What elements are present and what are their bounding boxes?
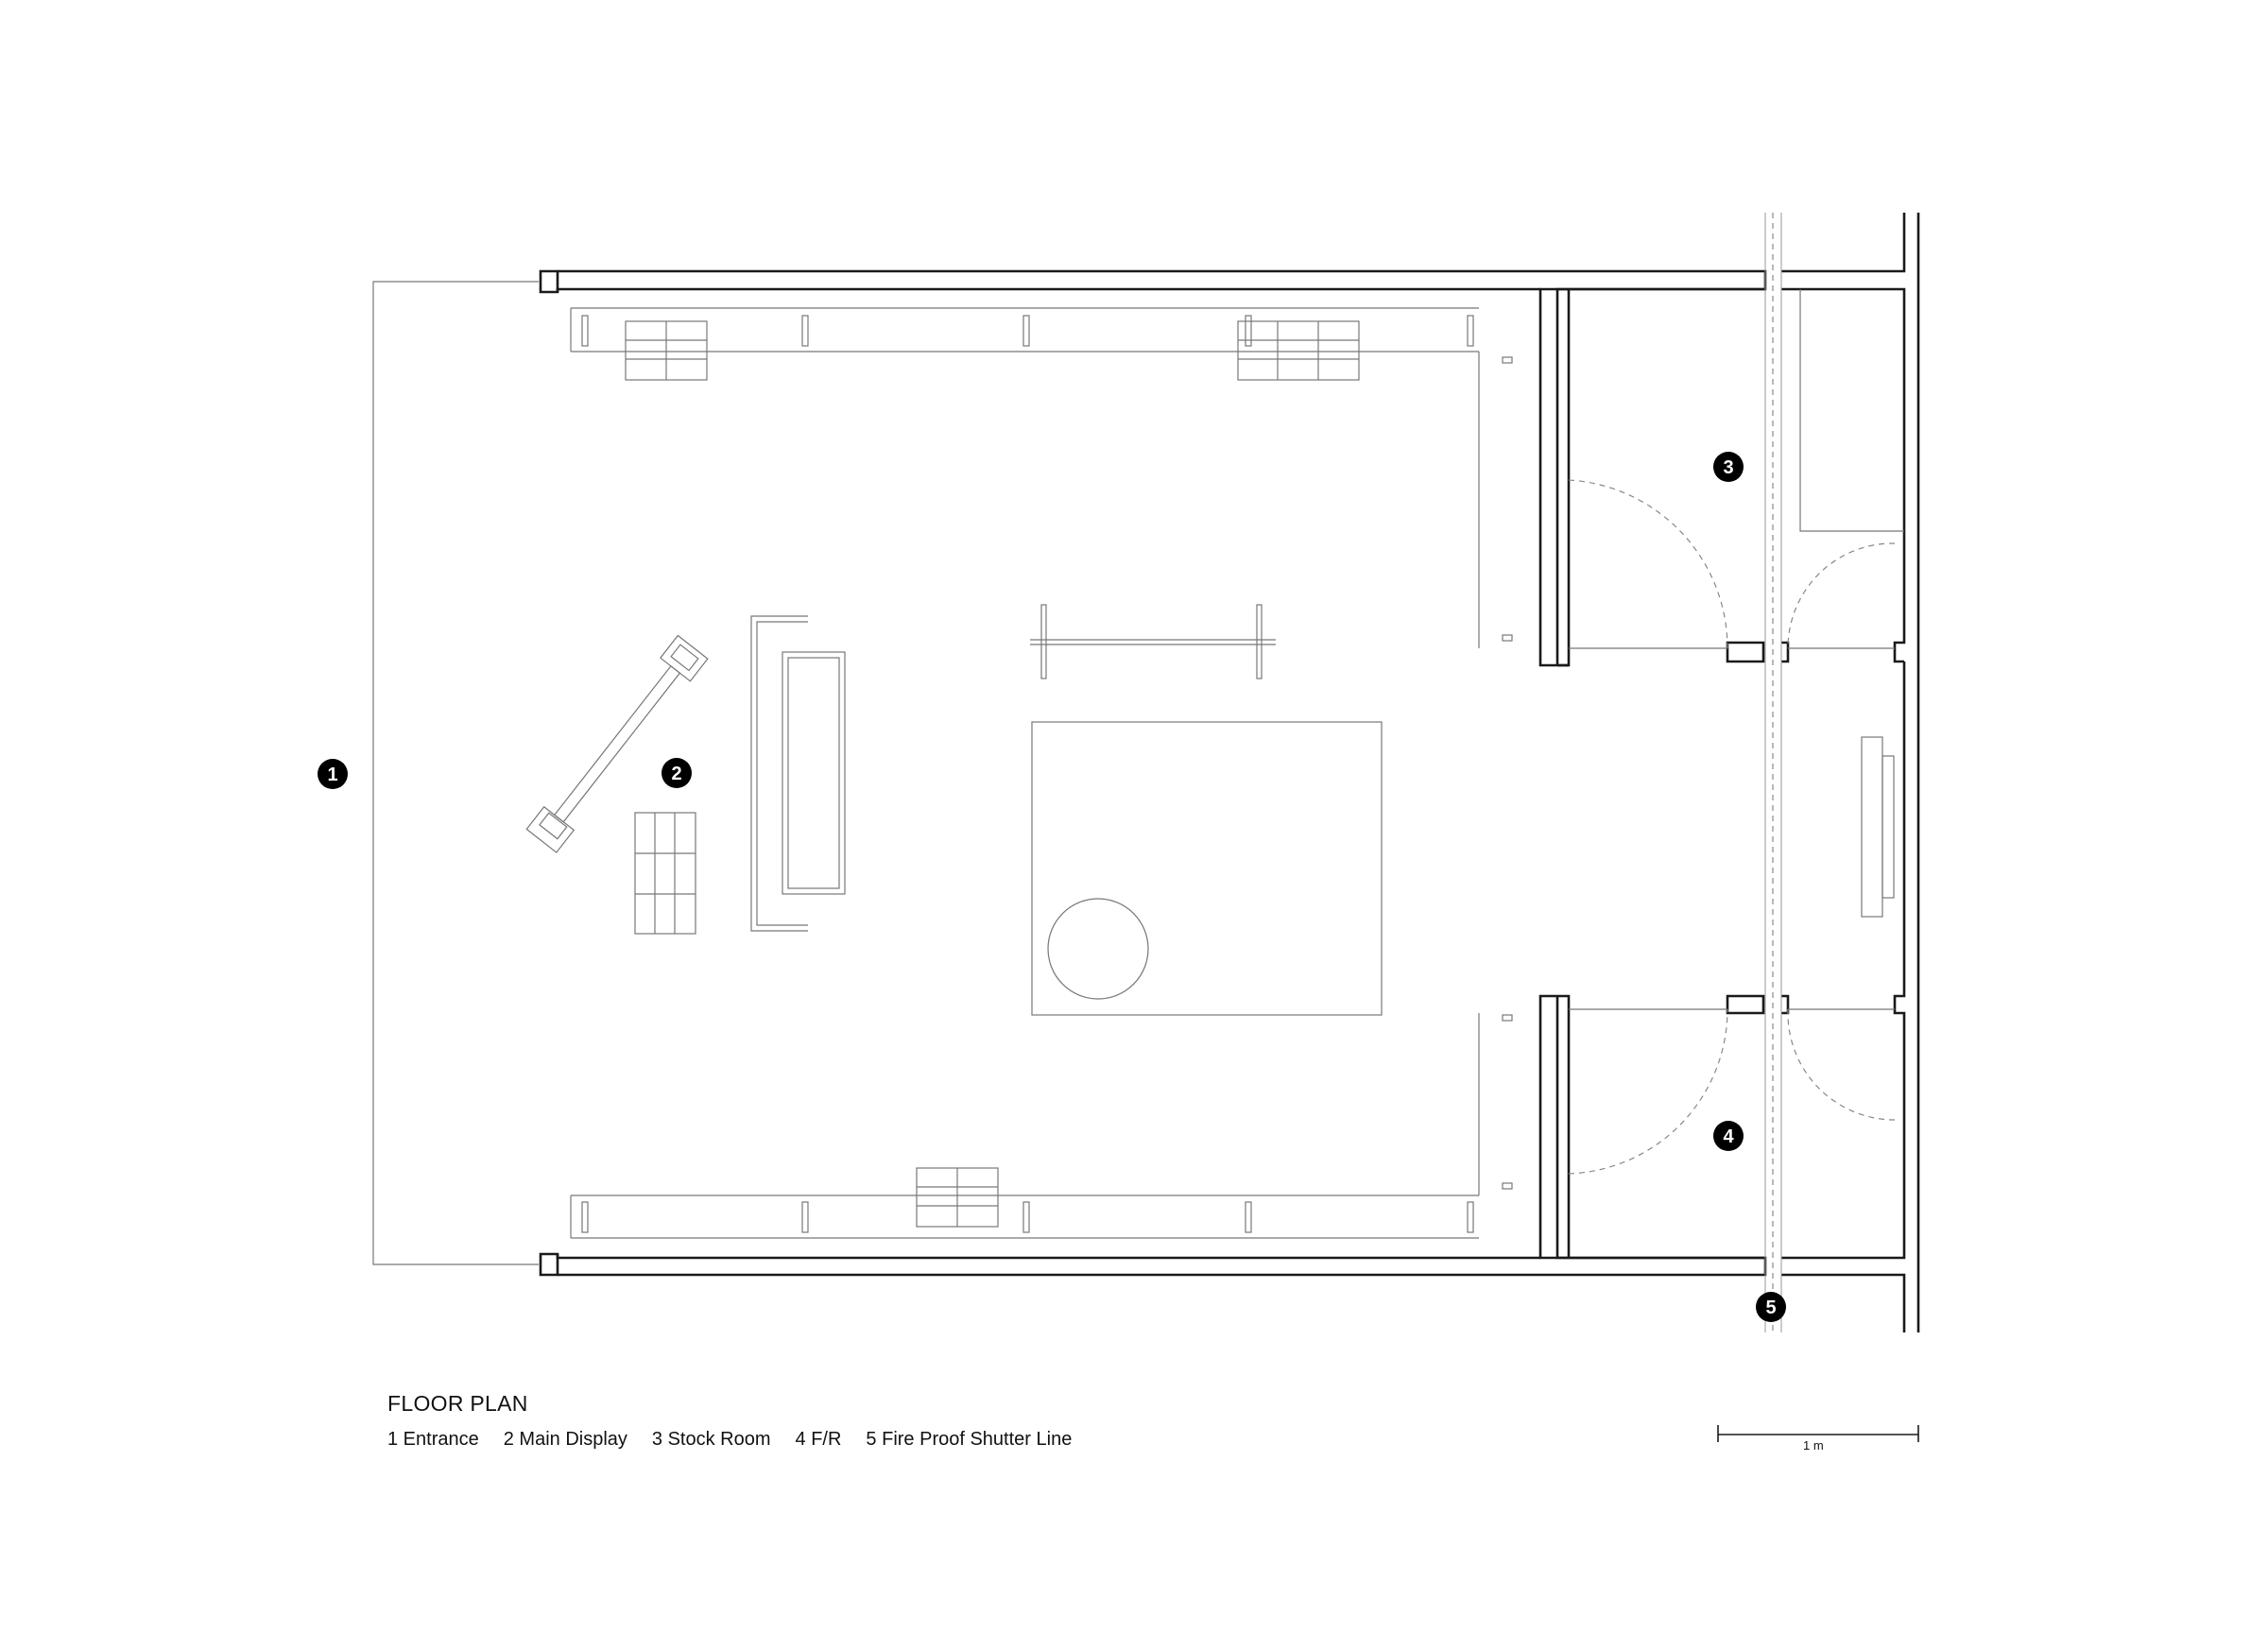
display-bench xyxy=(750,615,846,932)
wall-shelving-top xyxy=(570,307,1480,648)
storage-cubes-bottom xyxy=(916,1167,999,1228)
legend-item-stock-room: 3 Stock Room xyxy=(651,1429,771,1450)
scale-label: 1 m xyxy=(1803,1438,1824,1452)
shelf-brackets xyxy=(581,315,1513,1233)
legend-item-main-display: 2 Main Display xyxy=(503,1429,627,1450)
marker-3: 3 xyxy=(1713,452,1744,482)
svg-text:1: 1 xyxy=(327,765,337,785)
central-display-table xyxy=(1031,721,1383,1016)
entrance-outline xyxy=(372,281,539,1265)
svg-text:4: 4 xyxy=(1723,1126,1734,1147)
svg-text:3: 3 xyxy=(1723,457,1733,478)
round-display xyxy=(1047,898,1149,1000)
marker-2: 2 xyxy=(662,758,692,788)
storage-cubes-top-right xyxy=(1237,320,1360,381)
rotated-rack xyxy=(525,634,709,853)
fr-room-walls xyxy=(1555,213,1920,1332)
marker-5: 5 xyxy=(1756,1292,1786,1322)
marker-1: 1 xyxy=(318,759,348,789)
stock-shelf xyxy=(1799,289,1904,532)
legend: 1 Entrance 2 Main Display 3 Stock Room 4… xyxy=(387,1429,1072,1451)
legend-item-entrance: 1 Entrance xyxy=(387,1429,479,1450)
hanging-rail xyxy=(1030,604,1276,679)
svg-text:2: 2 xyxy=(671,764,681,784)
legend-item-fr: 4 F/R xyxy=(795,1429,842,1450)
legend-item-fire-shutter: 5 Fire Proof Shutter Line xyxy=(866,1429,1073,1450)
doors xyxy=(1568,479,1896,1175)
corridor-display xyxy=(1861,736,1883,918)
wall-shelving-bottom xyxy=(570,1013,1480,1239)
marker-4: 4 xyxy=(1713,1121,1744,1151)
fire-shutter-line xyxy=(1764,213,1782,1332)
plan-title: FLOOR PLAN xyxy=(387,1391,528,1416)
scale-bar xyxy=(1717,1425,1919,1442)
stock-room-walls xyxy=(1555,287,1906,667)
exterior-walls xyxy=(539,269,1767,1277)
svg-text:5: 5 xyxy=(1765,1298,1776,1318)
storage-cubes-display xyxy=(634,812,696,935)
storage-cubes-top-left xyxy=(625,320,708,381)
